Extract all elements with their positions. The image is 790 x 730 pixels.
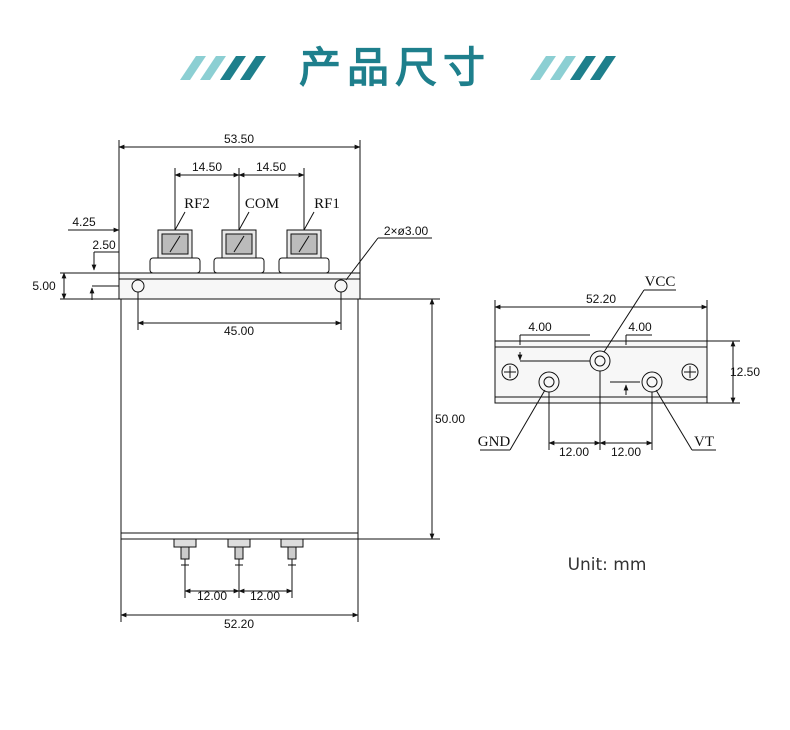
switch-body [120, 298, 359, 540]
side-body [494, 340, 708, 404]
title-stripes-left [180, 56, 266, 80]
page-title: 产品尺寸 [298, 43, 491, 92]
label-vt: VT [694, 434, 714, 450]
dim-side-offset-left: 4.00 [528, 320, 552, 334]
bottom-pin-right [280, 538, 304, 575]
title-stripes-right [530, 56, 616, 80]
label-vcc: VCC [645, 274, 676, 290]
screw-left [501, 363, 519, 381]
dim-side-pin-pitch-right: 12.00 [611, 445, 641, 459]
dim-left-offset: 4.25 [72, 215, 96, 229]
dim-hole-spec: 2×ø3.00 [384, 224, 429, 238]
unit-label: Unit: mm [568, 555, 647, 575]
label-com: COM [245, 196, 279, 212]
sma-connector-rf2 [149, 229, 201, 274]
dim-connector-pitch-left: 14.50 [192, 160, 222, 174]
screw-right [681, 363, 699, 381]
sma-connector-com [213, 229, 265, 274]
flange [118, 272, 361, 300]
bottom-pin-center [227, 538, 251, 575]
dim-left-offset-small: 2.50 [92, 238, 116, 252]
dim-side-overall-width: 52.20 [586, 292, 616, 306]
dim-side-pin-pitch-left: 12.00 [559, 445, 589, 459]
dim-pin-pitch-left: 12.00 [197, 589, 227, 603]
bottom-pin-left [173, 538, 197, 575]
dim-flange-height: 5.00 [32, 279, 56, 293]
dim-bottom-width: 52.20 [224, 617, 254, 631]
dim-overall-width: 53.50 [224, 132, 254, 146]
dim-hole-spacing: 45.00 [224, 324, 254, 338]
label-rf2: RF2 [184, 196, 210, 212]
label-rf1: RF1 [314, 196, 340, 212]
dim-body-height: 50.00 [435, 412, 465, 426]
label-gnd: GND [478, 434, 511, 450]
dim-side-height: 12.50 [730, 365, 760, 379]
dim-connector-pitch-right: 14.50 [256, 160, 286, 174]
front-view [60, 140, 440, 622]
dim-side-offset-right: 4.00 [628, 320, 652, 334]
side-view [480, 289, 740, 451]
dim-pin-pitch-right: 12.00 [250, 589, 280, 603]
sma-connector-rf1 [278, 229, 330, 274]
